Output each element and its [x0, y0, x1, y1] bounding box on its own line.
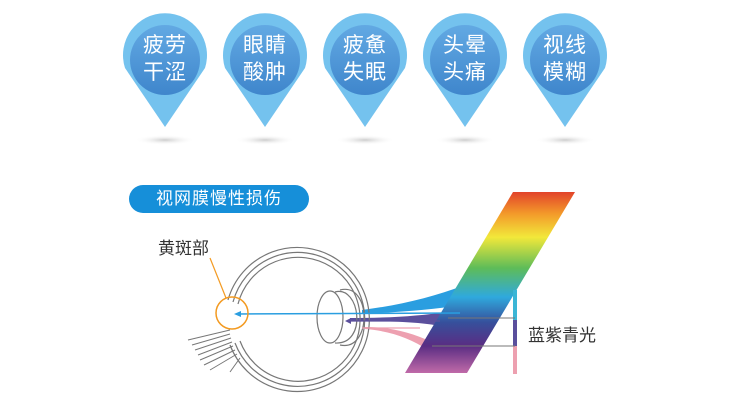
symptom-pin-blurred-vision: 视线模糊: [522, 0, 608, 130]
symptom-line1: 头晕: [443, 33, 487, 57]
symptom-line2: 头痛: [443, 60, 487, 84]
section-banner: 视网膜慢性损伤: [129, 185, 309, 213]
symptom-pin-headache: 头晕头痛: [422, 0, 508, 130]
symptom-line2: 干涩: [143, 60, 187, 84]
macula-marker: [209, 257, 249, 330]
symptom-line2: 模糊: [543, 60, 587, 84]
symptom-line2: 失眠: [343, 60, 387, 84]
pin-shapes: [123, 13, 607, 145]
focus-arrow: [234, 311, 461, 329]
spectrum-prism: [405, 192, 575, 373]
symptom-line1: 视线: [543, 33, 587, 57]
eye-diagram: [187, 246, 370, 393]
symptom-line2: 酸肿: [243, 60, 287, 84]
symptom-line1: 眼睛: [243, 33, 287, 57]
blue-violet-light-label: 蓝紫青光: [528, 326, 596, 346]
symptom-line1: 疲劳: [143, 33, 187, 57]
symptom-pin-eye-swelling: 眼睛酸肿: [222, 0, 308, 130]
symptom-line1: 疲惫: [343, 33, 387, 57]
spectrum-bar: [432, 290, 517, 374]
macula-label: 黄斑部: [158, 239, 209, 259]
symptom-pin-fatigue-dryness: 疲劳干涩: [122, 0, 208, 130]
symptom-pin-insomnia: 疲惫失眠: [322, 0, 408, 130]
